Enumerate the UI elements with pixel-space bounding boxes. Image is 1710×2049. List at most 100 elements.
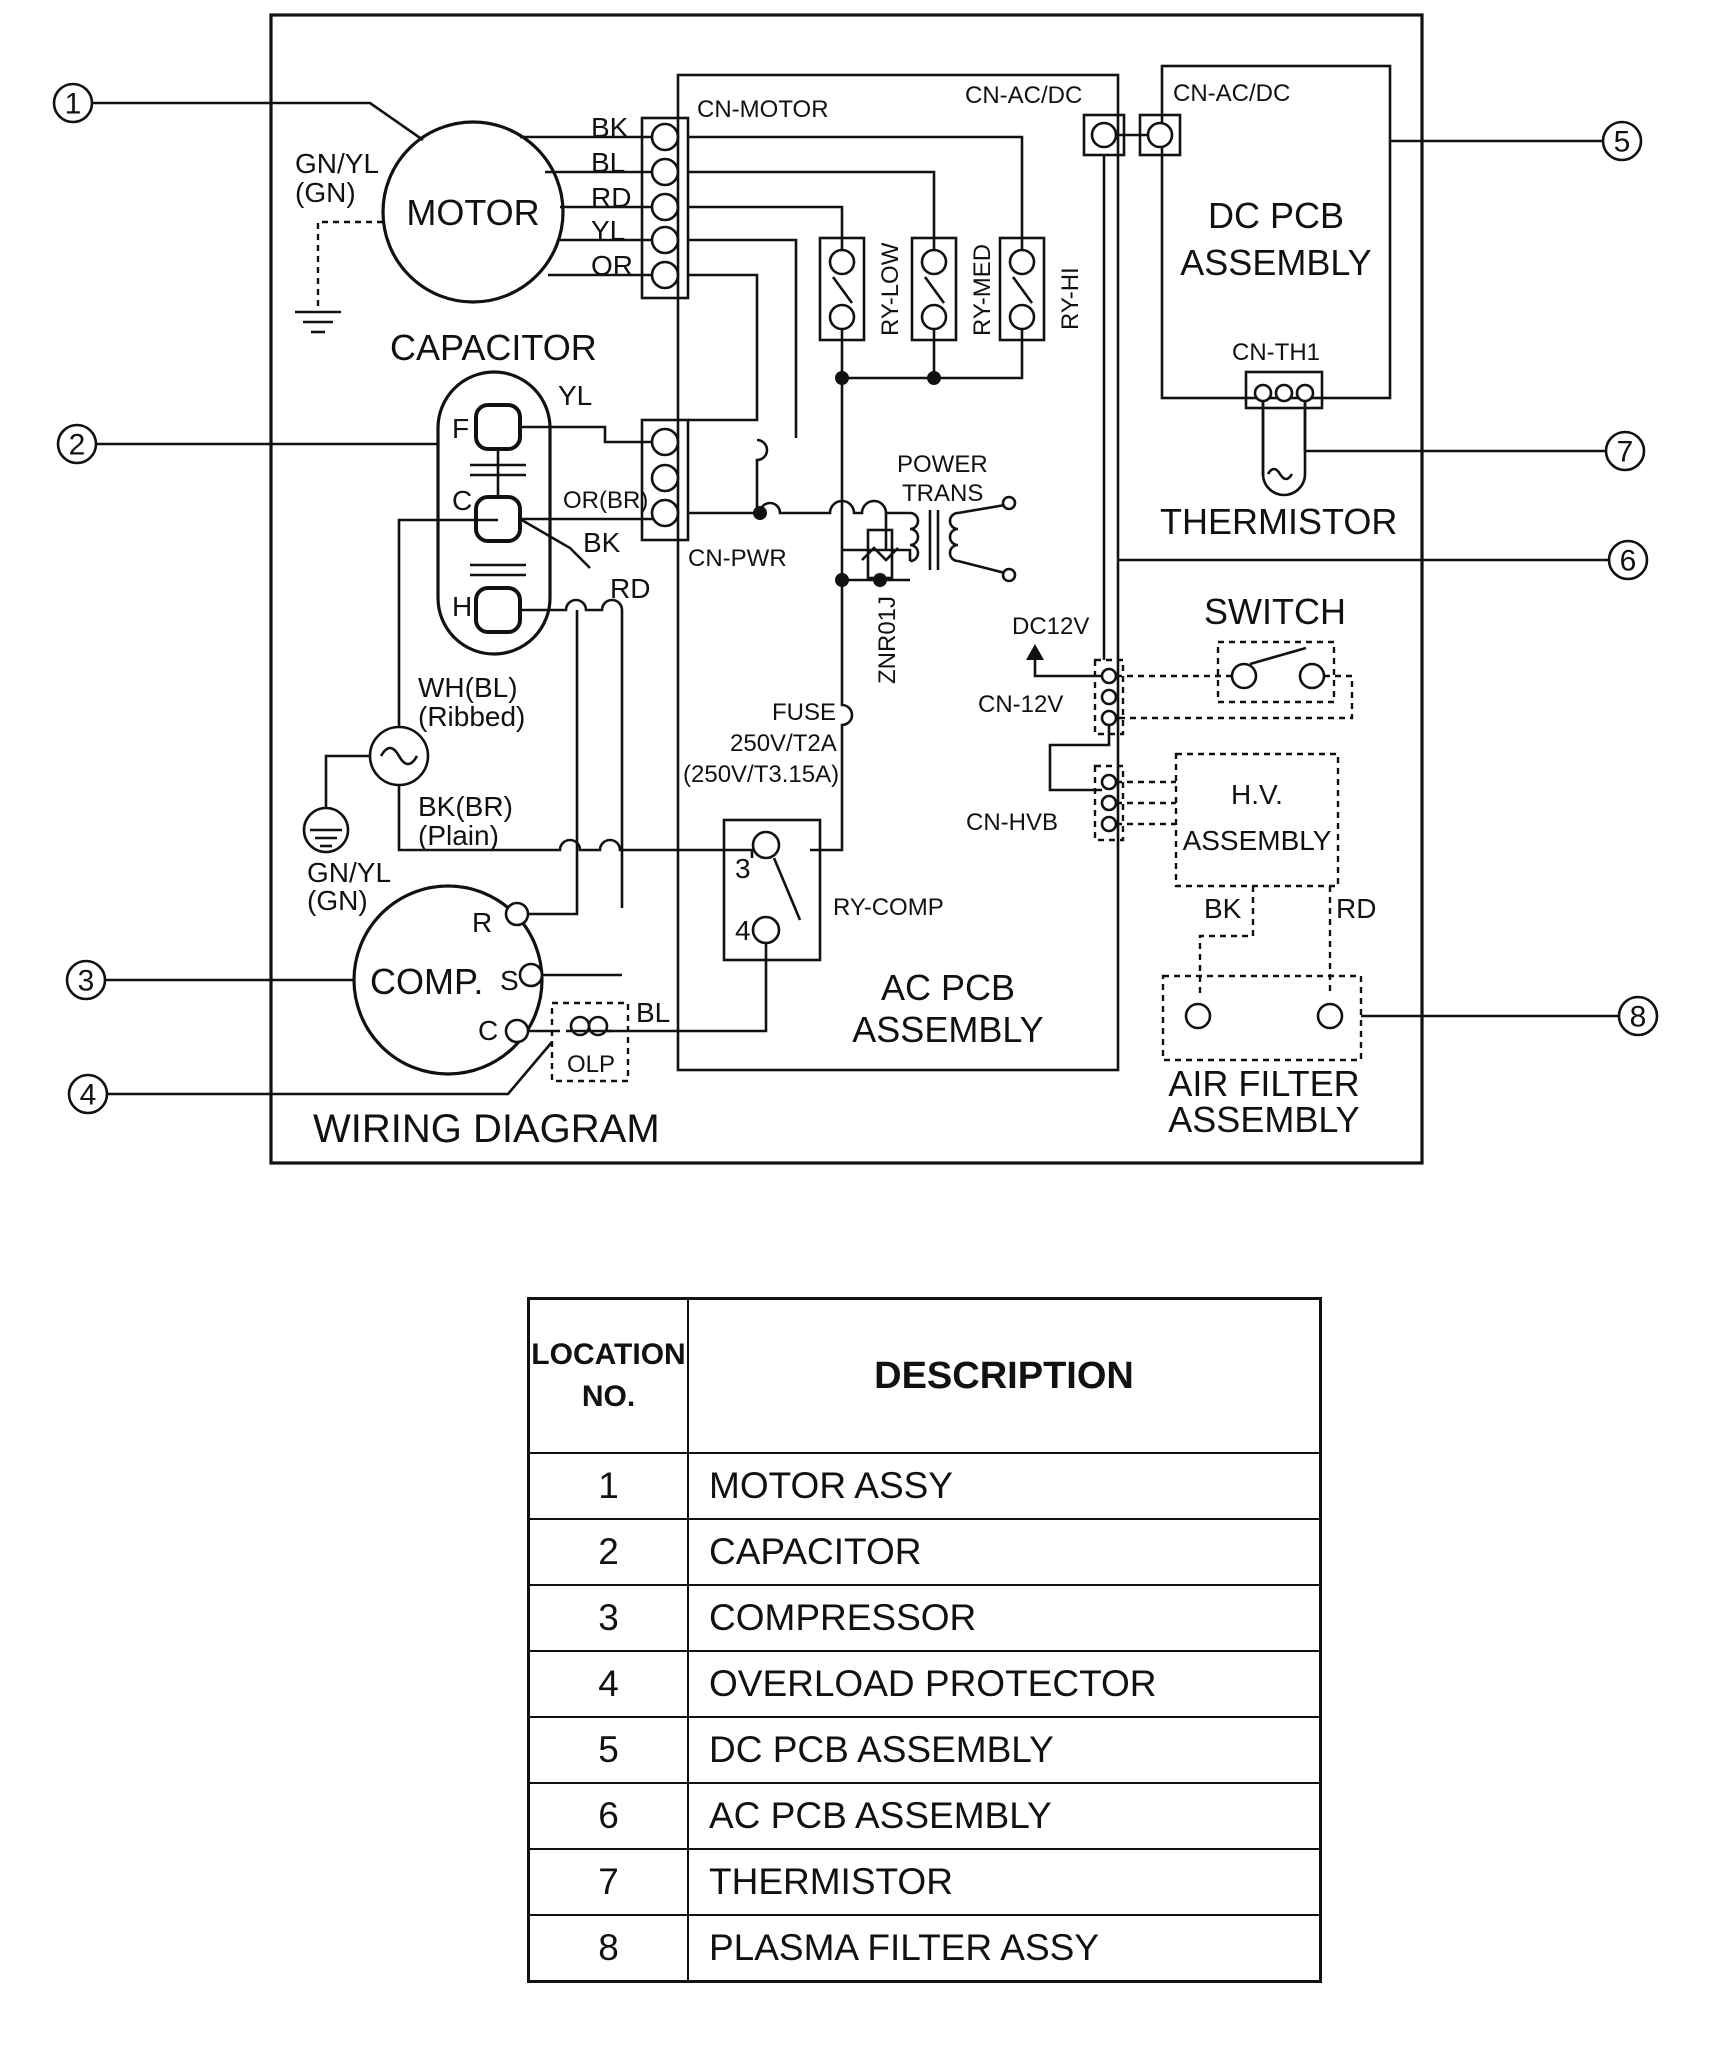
power-trans-label-1: POWER <box>897 451 988 478</box>
bk-br-label-1: BK(BR) <box>418 791 513 822</box>
hv-assembly-box <box>1174 752 1340 888</box>
legend-row-desc: COMPRESSOR <box>687 1584 1322 1652</box>
table-row: 6 AC PCB ASSEMBLY <box>527 1782 1322 1850</box>
capacitor-c-label: C <box>452 485 472 516</box>
svg-text:2: 2 <box>69 429 86 462</box>
cn-acdc-left-label: CN-AC/DC <box>965 82 1082 109</box>
callout-4: 4 <box>67 1041 553 1115</box>
motor-wire-or: OR <box>591 250 633 281</box>
legend-header-row: LOCATION NO. DESCRIPTION <box>527 1297 1322 1454</box>
cn-hvb-connector <box>1093 764 1125 842</box>
table-row: 4 OVERLOAD PROTECTOR <box>527 1650 1322 1718</box>
bk-br-label-2: (Plain) <box>418 820 499 851</box>
relay-4-label: 4 <box>735 915 751 946</box>
comp-r-label: R <box>472 907 492 938</box>
switch-label: SWITCH <box>1204 591 1346 632</box>
table-row: 3 COMPRESSOR <box>527 1584 1322 1652</box>
legend-row-no: 4 <box>527 1650 689 1718</box>
relay-comp <box>722 818 822 962</box>
hv-bk-label: BK <box>1204 893 1242 924</box>
cn-motor-label: CN-MOTOR <box>697 96 829 123</box>
dc12v-label: DC12V <box>1012 613 1089 640</box>
comp-c-label: C <box>478 1015 498 1046</box>
olp-bl-label: BL <box>636 997 670 1028</box>
motor-ground-icon <box>295 310 341 334</box>
callout-1: 1 <box>52 82 424 142</box>
legend-row-no: 3 <box>527 1584 689 1652</box>
motor-label: MOTOR <box>406 192 539 233</box>
relay-comp-label: RY-COMP <box>833 894 944 921</box>
callout-3: 3 <box>65 959 354 1001</box>
comp-s-label: S <box>500 965 519 996</box>
wiring-diagram: WIRING DIAGRAM MOTOR GN/YL (GN) BK BL RD… <box>52 13 1659 1165</box>
plug-ground-label-1: GN/YL <box>307 857 391 888</box>
capacitor-body <box>436 370 552 656</box>
relay-med-label: RY-MED <box>969 244 996 336</box>
plug-ground-icon <box>302 806 350 854</box>
legend-row-desc: PLASMA FILTER ASSY <box>687 1914 1322 1983</box>
wh-label-1: WH(BL) <box>418 672 518 703</box>
motor-symbol <box>381 120 565 304</box>
legend-row-desc: OVERLOAD PROTECTOR <box>687 1650 1322 1718</box>
legend-row-desc: CAPACITOR <box>687 1518 1322 1586</box>
olp-label: OLP <box>567 1051 615 1078</box>
dc-pcb-label-2: ASSEMBLY <box>1180 242 1371 283</box>
table-row: 2 CAPACITOR <box>527 1518 1322 1586</box>
ac-pcb-label-1: AC PCB <box>881 967 1015 1008</box>
hv-rd-label: RD <box>1336 893 1376 924</box>
legend-row-desc: MOTOR ASSY <box>687 1452 1322 1520</box>
legend-header-location-line-2: NO. <box>581 1380 636 1413</box>
cn-pwr-label: CN-PWR <box>688 545 787 572</box>
fuse-label-1: FUSE <box>772 699 836 726</box>
callout-7: 7 <box>1305 430 1646 472</box>
znr-varistor-icon <box>861 528 899 580</box>
legend-row-no: 1 <box>527 1452 689 1520</box>
table-row: 5 DC PCB ASSEMBLY <box>527 1716 1322 1784</box>
legend-row-no: 7 <box>527 1848 689 1916</box>
legend-header-description: DESCRIPTION <box>687 1297 1322 1454</box>
legend-table: LOCATION NO. DESCRIPTION 1 MOTOR ASSY 2 … <box>527 1297 1322 1983</box>
callout-6: 6 <box>1118 539 1649 581</box>
motor-wire-bl: BL <box>591 147 625 178</box>
legend-row-no: 8 <box>527 1914 689 1983</box>
legend-row-desc: AC PCB ASSEMBLY <box>687 1782 1322 1850</box>
ac-pcb-board <box>676 73 1120 1072</box>
legend-row-desc: THERMISTOR <box>687 1848 1322 1916</box>
switch-box <box>1216 640 1336 704</box>
svg-text:8: 8 <box>1630 1001 1647 1034</box>
diagram-frame <box>269 13 1424 1165</box>
cn-12v-label: CN-12V <box>978 691 1063 718</box>
cn-pwr-connector <box>640 418 690 542</box>
capacitor-terminal-h <box>474 586 522 634</box>
cn-hvb-label: CN-HVB <box>966 809 1058 836</box>
cap-bk-label: BK <box>583 527 621 558</box>
thermistor-label: THERMISTOR <box>1160 501 1397 542</box>
relay-3-label: 3 <box>735 853 751 884</box>
svg-text:5: 5 <box>1614 126 1631 159</box>
diagram-title: WIRING DIAGRAM <box>313 1107 660 1151</box>
power-transformer-icon <box>909 495 1017 583</box>
cn-acdc-right-label: CN-AC/DC <box>1173 80 1290 107</box>
wh-label-2: (Ribbed) <box>418 701 525 732</box>
svg-text:4: 4 <box>80 1079 97 1112</box>
relay-hi <box>998 236 1046 342</box>
table-row: 8 PLASMA FILTER ASSY <box>527 1914 1322 1983</box>
capacitor-terminal-f <box>474 403 522 451</box>
table-row: 1 MOTOR ASSY <box>527 1452 1322 1520</box>
table-row: 7 THERMISTOR <box>527 1848 1322 1916</box>
air-filter-box <box>1161 974 1363 1062</box>
capacitor-f-label: F <box>452 413 469 444</box>
legend-row-no: 5 <box>527 1716 689 1784</box>
hv-assembly-label-1: H.V. <box>1231 779 1283 810</box>
znr-label: ZNR01J <box>874 596 901 684</box>
motor-wire-bk: BK <box>591 112 629 143</box>
dc-pcb-label-1: DC PCB <box>1208 195 1344 236</box>
callout-5: 5 <box>1390 120 1643 162</box>
svg-text:3: 3 <box>78 965 95 998</box>
hv-assembly-label-2: ASSEMBLY <box>1183 825 1332 856</box>
svg-text:1: 1 <box>65 88 82 121</box>
dc-pcb-board <box>1160 64 1392 400</box>
ac-pcb-label-2: ASSEMBLY <box>852 1009 1043 1050</box>
callout-8: 8 <box>1361 995 1659 1037</box>
cap-yl-label: YL <box>558 380 592 411</box>
